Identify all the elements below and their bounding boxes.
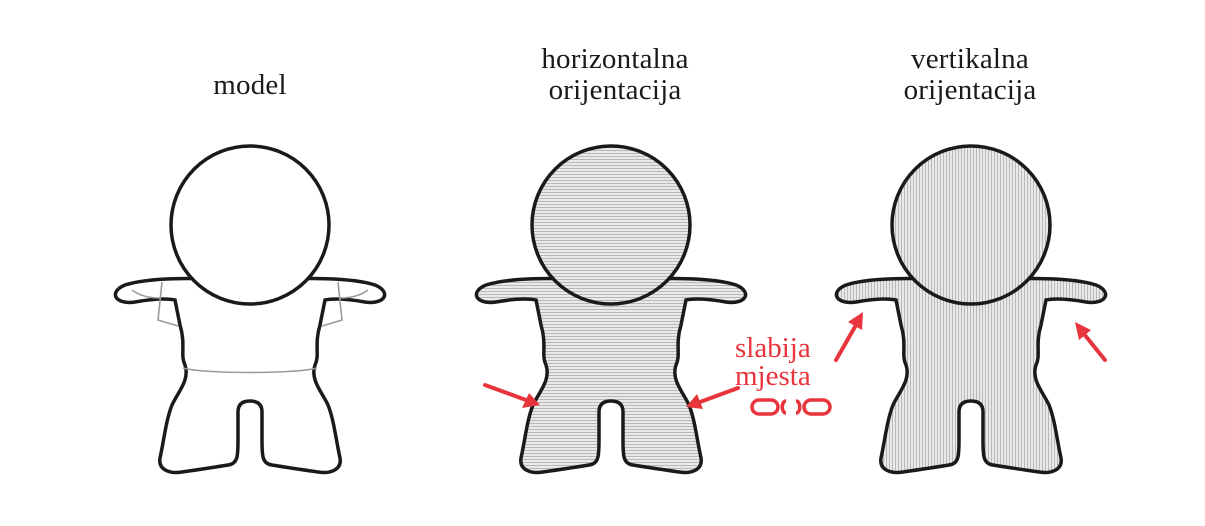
figure-horizontal-orientation (474, 144, 748, 475)
figure-vertical-orientation (834, 144, 1108, 475)
weak-points-line-1: slabija (735, 332, 811, 364)
caption-vertical-line-1: vertikalna (911, 43, 1029, 75)
caption-vertical-line-2: orijentacija (903, 74, 1037, 106)
weak-point-arrows (483, 312, 1107, 409)
vertical-head (890, 144, 1052, 306)
red-arrow-icon (1075, 322, 1107, 362)
model-shirt-seams (131, 281, 369, 374)
caption-horizontal-line-1: horizontalna (541, 43, 689, 75)
caption-horizontal-line-2: orijentacija (548, 74, 682, 106)
red-arrow-icon (483, 383, 540, 408)
weak-points-line-2: mjesta (735, 360, 811, 392)
caption-horizontal-orientation: horizontalna orijentacija (510, 44, 720, 106)
red-arrow-icon (686, 386, 740, 409)
caption-model-text: model (213, 69, 287, 101)
weak-points-label: slabija mjesta (735, 332, 855, 392)
model-head (169, 144, 331, 306)
horizontal-body (474, 276, 748, 475)
figure-model (113, 144, 387, 475)
broken-chain-icon (750, 398, 832, 416)
red-arrow-icon (834, 312, 863, 362)
horizontal-head (530, 144, 692, 306)
vertical-body (834, 276, 1108, 475)
caption-vertical-orientation: vertikalna orijentacija (865, 44, 1075, 106)
caption-model: model (170, 70, 330, 101)
model-body (113, 276, 387, 475)
